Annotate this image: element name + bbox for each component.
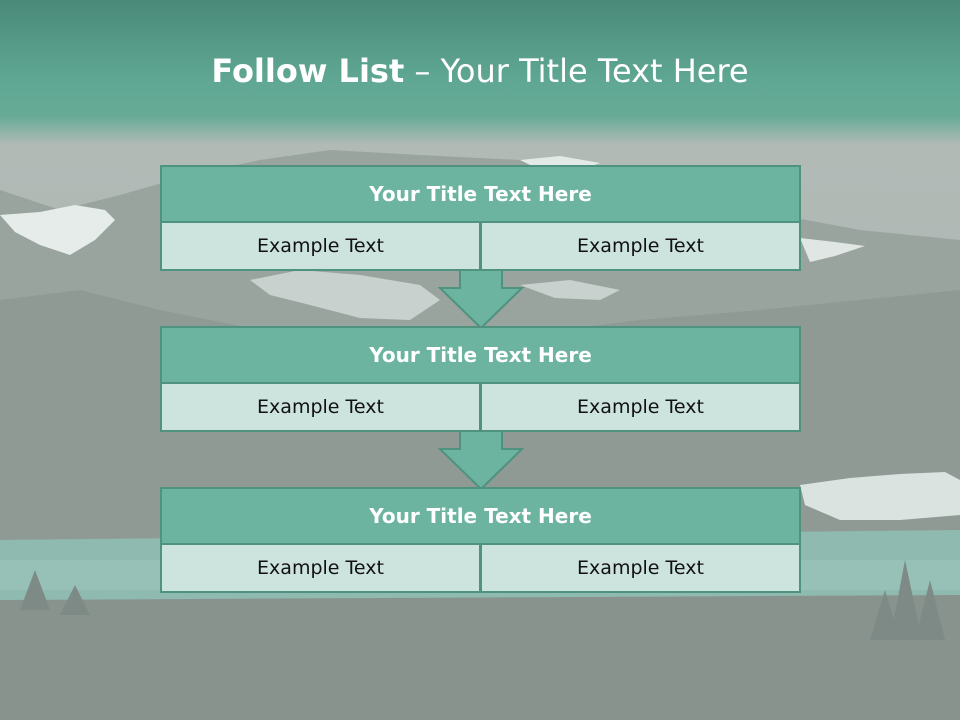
block-title: Your Title Text Here bbox=[160, 487, 801, 545]
block-left-cell: Example Text bbox=[160, 221, 481, 271]
block-right-cell: Example Text bbox=[480, 543, 801, 593]
block-title: Your Title Text Here bbox=[160, 326, 801, 384]
down-arrow-icon bbox=[438, 269, 524, 329]
block-title: Your Title Text Here bbox=[160, 165, 801, 223]
slide-title-bold: Follow List bbox=[211, 52, 405, 90]
slide-title: Follow List – Your Title Text Here bbox=[0, 52, 960, 90]
title-band bbox=[0, 0, 960, 145]
down-arrow-icon bbox=[438, 430, 524, 490]
block-left-cell: Example Text bbox=[160, 382, 481, 432]
block-right-cell: Example Text bbox=[480, 382, 801, 432]
block-right-cell: Example Text bbox=[480, 221, 801, 271]
list-block-2: Your Title Text Here Example Text Exampl… bbox=[160, 326, 801, 432]
list-block-1: Your Title Text Here Example Text Exampl… bbox=[160, 165, 801, 271]
list-block-3: Your Title Text Here Example Text Exampl… bbox=[160, 487, 801, 593]
slide-title-rest: – Your Title Text Here bbox=[414, 52, 749, 90]
block-left-cell: Example Text bbox=[160, 543, 481, 593]
